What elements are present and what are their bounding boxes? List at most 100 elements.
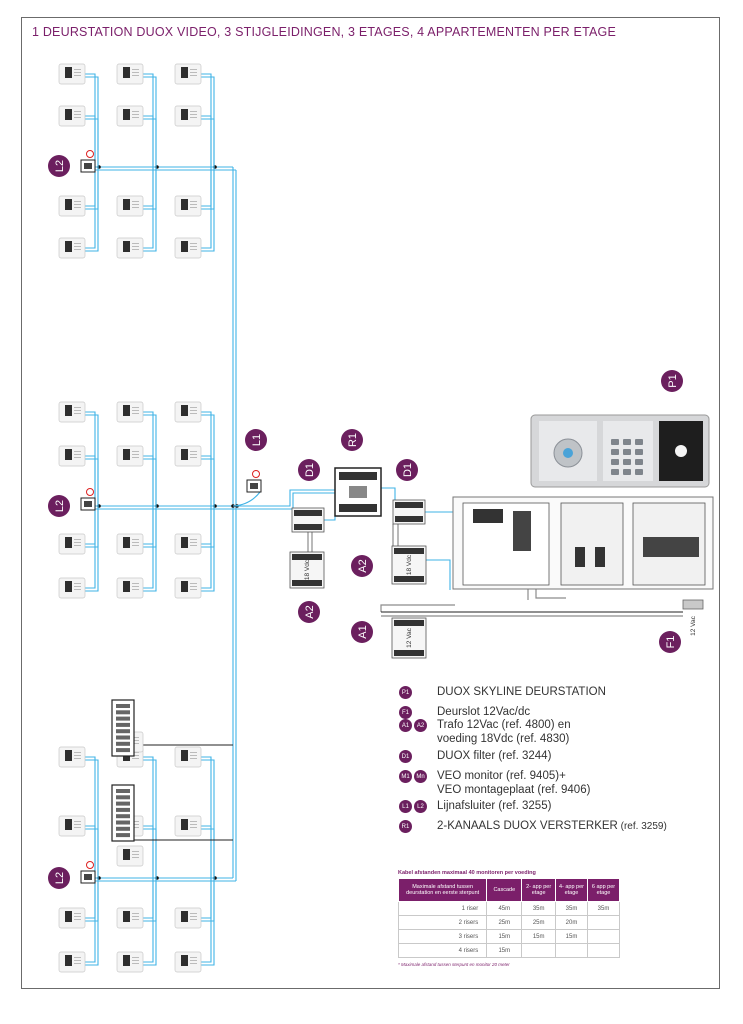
monitor-button bbox=[132, 451, 139, 452]
keypad-key bbox=[611, 459, 619, 465]
veo-monitor bbox=[58, 907, 86, 929]
monitor-button bbox=[132, 758, 139, 759]
monitor-button bbox=[132, 72, 139, 73]
veo-monitor bbox=[174, 105, 202, 127]
monitor-button bbox=[190, 75, 197, 76]
veo-monitor bbox=[174, 401, 202, 423]
monitor-button bbox=[74, 583, 81, 584]
monitor-button bbox=[190, 407, 197, 408]
monitor-screen bbox=[123, 581, 130, 592]
badge-label: D1 bbox=[402, 463, 414, 477]
monitor-button bbox=[190, 827, 197, 828]
monitor-button bbox=[132, 539, 139, 540]
badge-l1: L1 bbox=[245, 429, 267, 451]
monitor-screen bbox=[65, 449, 72, 460]
badge-circle bbox=[48, 867, 70, 889]
cable-table-title: Kabel afstanden maximaal 40 monitoren pe… bbox=[398, 870, 536, 876]
panel-camera-lens bbox=[563, 448, 573, 458]
monitor-button bbox=[190, 413, 197, 414]
table-cell: 1 riser bbox=[397, 901, 488, 916]
monitor-screen bbox=[123, 537, 130, 548]
monitor-button bbox=[74, 75, 81, 76]
table-cell: 15m bbox=[486, 943, 523, 958]
distributor-terminal bbox=[116, 820, 130, 825]
lock-label: 12 Vac bbox=[690, 615, 697, 636]
monitor-button bbox=[190, 201, 197, 202]
cable-line bbox=[201, 73, 212, 167]
monitor-screen bbox=[65, 199, 72, 210]
distributor-terminal bbox=[116, 735, 130, 740]
distributor-box bbox=[111, 699, 135, 757]
monitor-screen bbox=[65, 911, 72, 922]
monitor-button bbox=[132, 583, 139, 584]
monitor-button bbox=[190, 207, 197, 208]
cable-line bbox=[201, 828, 215, 878]
duox-amplifier bbox=[334, 467, 382, 517]
monitor-button bbox=[132, 821, 139, 822]
cable-line bbox=[143, 167, 157, 252]
legend-badge: R1 bbox=[399, 820, 412, 833]
line-terminator bbox=[80, 488, 96, 511]
legend-line: VEO montageplaat (ref. 9406) bbox=[437, 784, 591, 796]
monitor-screen bbox=[181, 109, 188, 120]
cable-line bbox=[85, 115, 96, 167]
veo-monitor bbox=[116, 195, 144, 217]
legend-badges: R1 bbox=[399, 819, 437, 833]
monitor-screen bbox=[181, 750, 188, 761]
cable-line bbox=[143, 506, 154, 545]
monitor-screen bbox=[65, 537, 72, 548]
veo-monitor bbox=[174, 815, 202, 837]
legend-line: voeding 18Vdc (ref. 4830) bbox=[437, 733, 570, 745]
cable-line bbox=[85, 167, 96, 249]
monitor-button bbox=[132, 755, 139, 756]
monitor-button bbox=[74, 589, 81, 590]
table-cell bbox=[586, 943, 621, 958]
monitor-button bbox=[132, 545, 139, 546]
terminator-marker bbox=[252, 470, 260, 478]
module-keypad-terminals bbox=[643, 537, 699, 557]
cable-line bbox=[201, 455, 212, 506]
wiring-layer bbox=[85, 73, 683, 966]
badge-label: P1 bbox=[667, 374, 679, 387]
table-cell bbox=[586, 915, 621, 930]
monitor-screen bbox=[123, 199, 130, 210]
skyline-door-panel bbox=[530, 414, 710, 488]
badge-l2-bot: L2 bbox=[48, 867, 70, 889]
badge-circle bbox=[298, 601, 320, 623]
cable-line bbox=[85, 878, 99, 966]
table-cell bbox=[521, 943, 556, 958]
monitor-button bbox=[74, 72, 81, 73]
cable-line bbox=[143, 506, 157, 592]
terminator-terminals bbox=[84, 874, 92, 880]
badge-circle bbox=[661, 370, 683, 392]
cable-table-header-row: Maximale afstand tussen deurstation en e… bbox=[397, 878, 621, 902]
cable-line bbox=[392, 524, 399, 548]
monitor-button bbox=[74, 249, 81, 250]
cable-line bbox=[143, 118, 157, 167]
veo-monitor bbox=[58, 746, 86, 768]
veo-monitor bbox=[58, 815, 86, 837]
monitor-button bbox=[132, 960, 139, 961]
distributor-terminal bbox=[116, 795, 130, 800]
device-terminals bbox=[395, 502, 423, 508]
monitor-button bbox=[190, 243, 197, 244]
terminator-terminals bbox=[250, 483, 258, 489]
veo-monitor bbox=[116, 533, 144, 555]
veo-monitor bbox=[116, 845, 144, 867]
cable-line bbox=[85, 759, 99, 878]
monitor-screen bbox=[65, 67, 72, 78]
table-cell: 35m bbox=[554, 901, 588, 916]
veo-monitor bbox=[174, 237, 202, 259]
keypad-key bbox=[623, 459, 631, 465]
cable-table-header-cell: 6 app per etage bbox=[586, 878, 621, 902]
monitor-screen bbox=[181, 581, 188, 592]
legend-text: Deurslot 12Vac/dc bbox=[437, 705, 530, 719]
monitor-button bbox=[190, 69, 197, 70]
monitor-button bbox=[74, 114, 81, 115]
monitor-button bbox=[132, 204, 139, 205]
distributor-terminal bbox=[116, 826, 130, 831]
cable-line bbox=[201, 506, 215, 548]
trafo-12vac: 12 Vac bbox=[391, 617, 427, 659]
monitor-screen bbox=[123, 109, 130, 120]
